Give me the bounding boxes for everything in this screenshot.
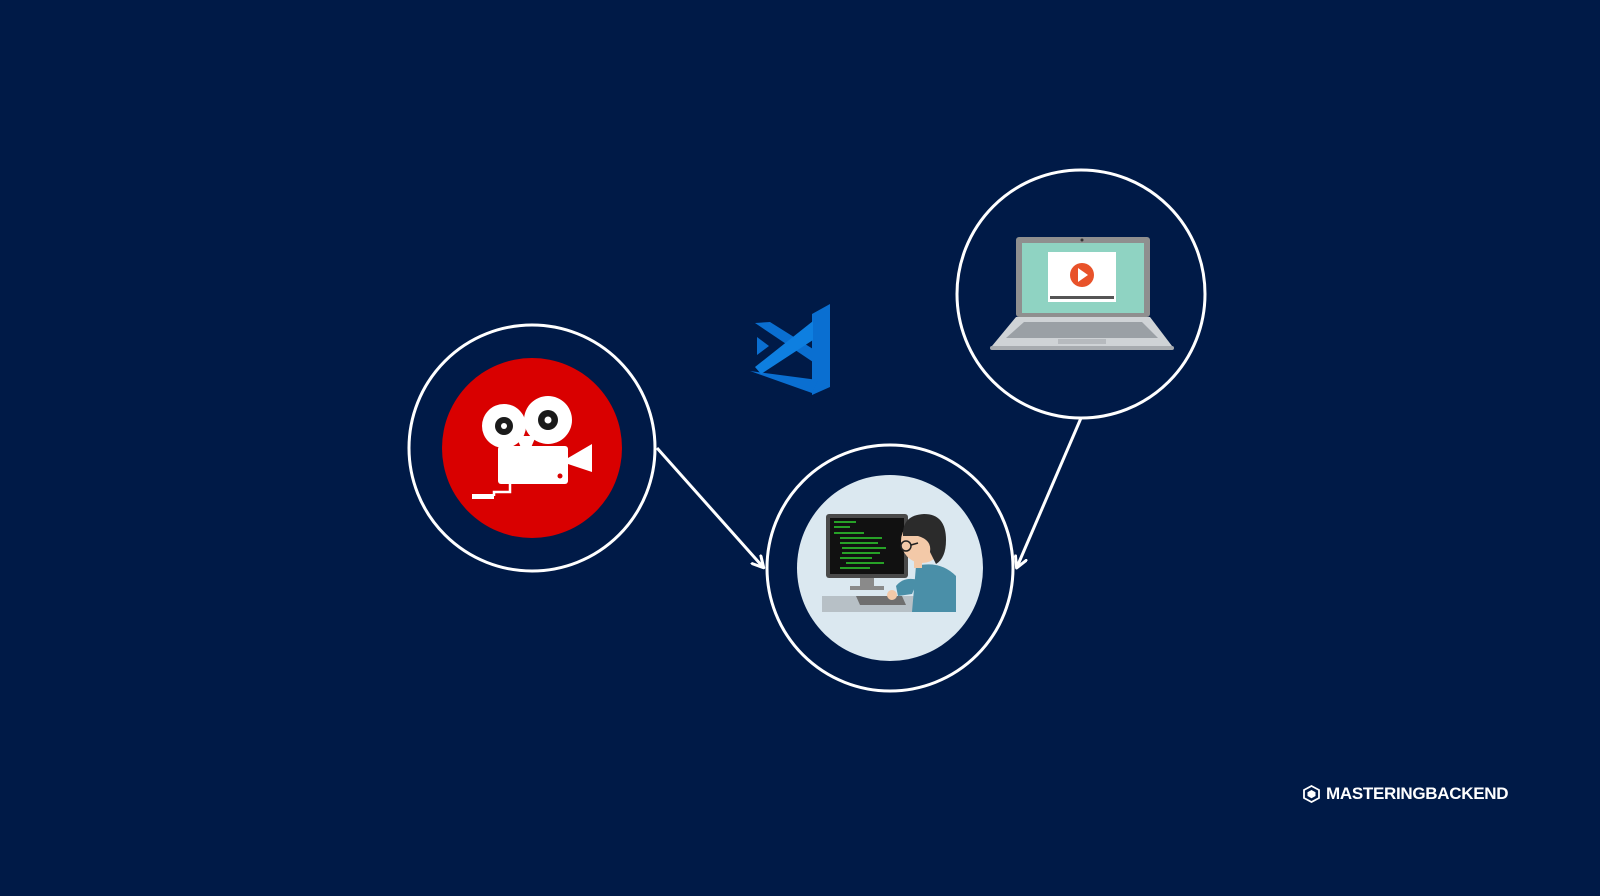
brand-name: MASTERINGBACKEND [1326,784,1509,803]
laptop-play-video-icon [990,237,1174,350]
node-developer [765,443,1015,693]
brand-logo: MASTERINGBACKEND [1303,784,1509,804]
node-ring [955,168,1207,420]
node-laptop-video [955,168,1207,420]
vscode-logo-icon [750,304,830,395]
arrow-laptop-to-developer [1017,417,1083,567]
film-camera-icon [472,396,592,499]
node-ring [765,443,1015,693]
node-ring [407,323,657,573]
node-video-camera [407,323,657,573]
arrow-camera-to-developer [655,447,763,567]
developer-at-computer-icon [822,514,956,612]
hexagon-logo-icon [1303,785,1320,803]
